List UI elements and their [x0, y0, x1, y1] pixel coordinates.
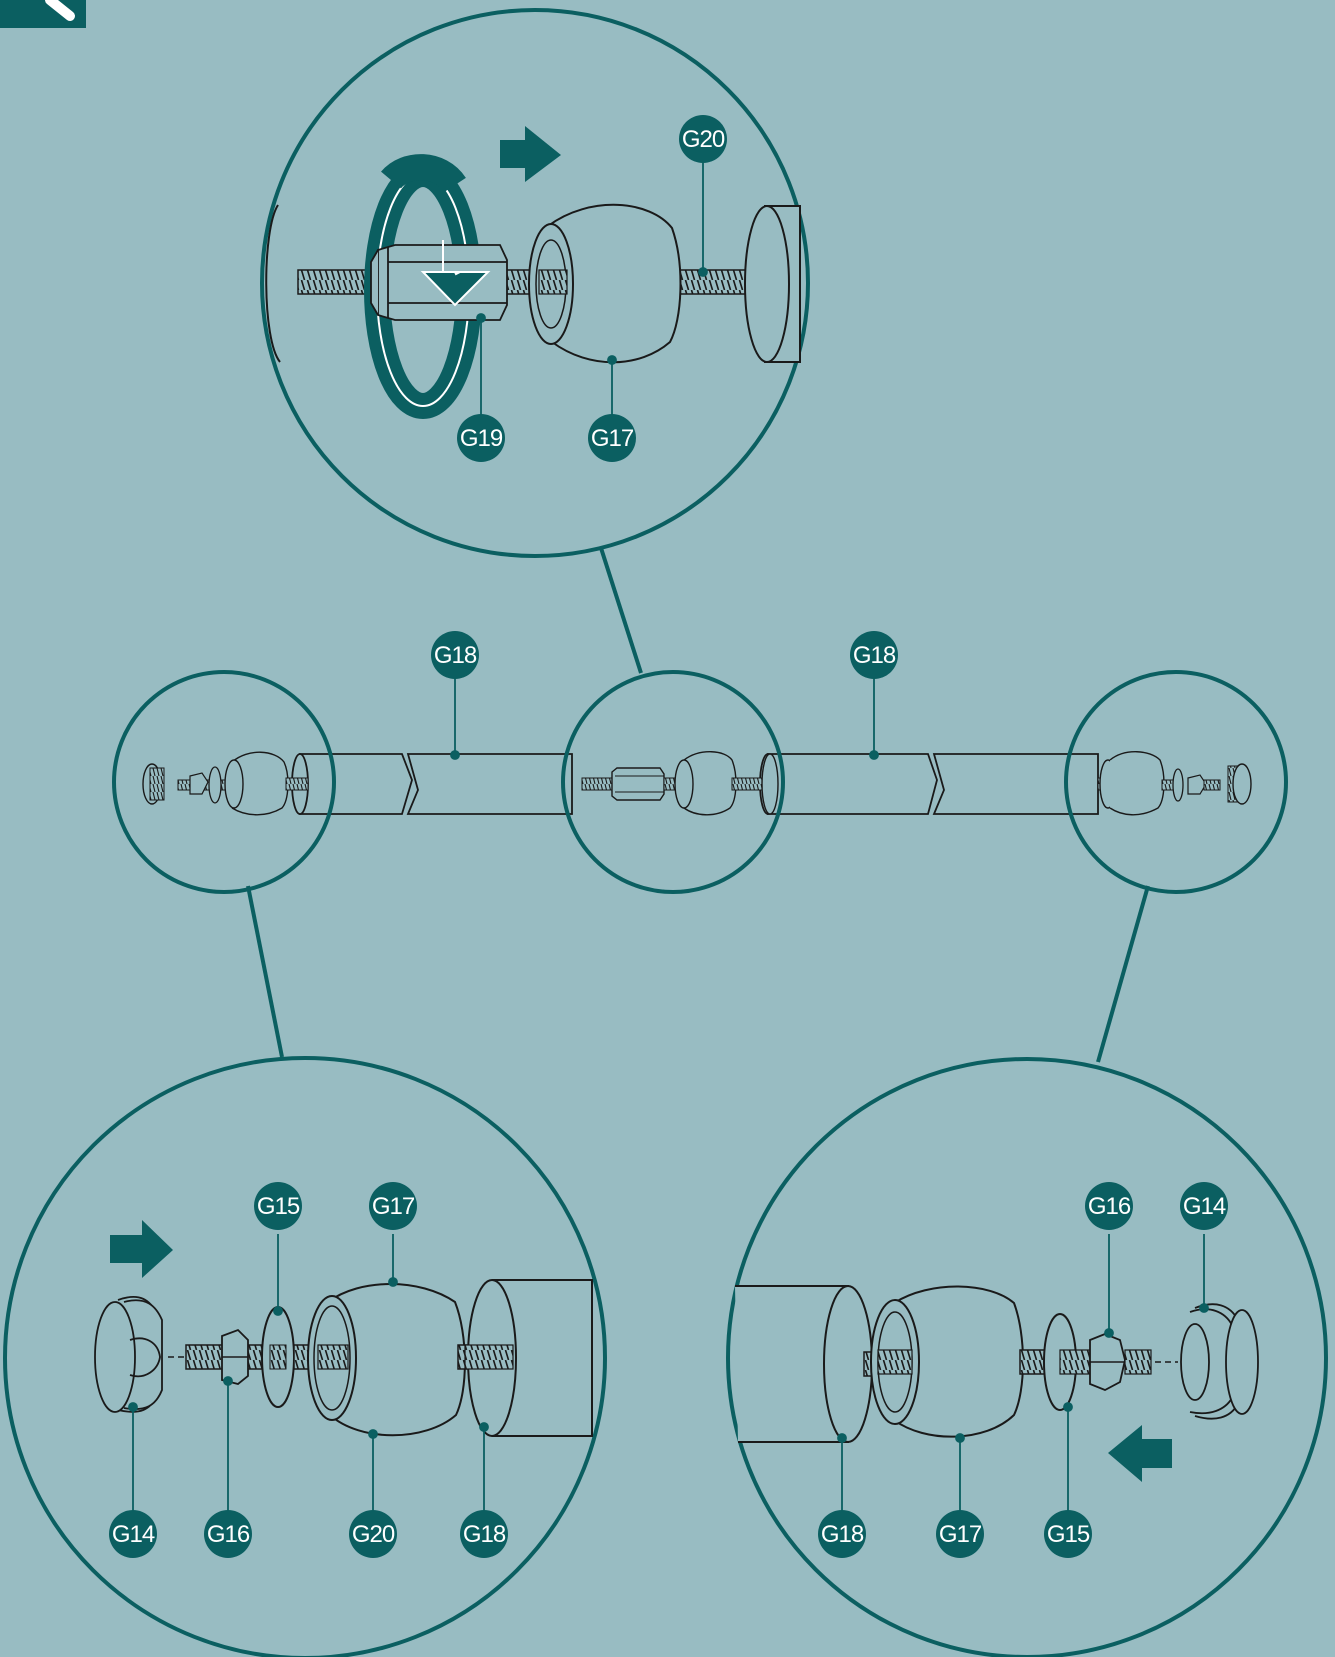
svg-text:G18: G18	[463, 1521, 506, 1548]
part-label: G16	[204, 1510, 252, 1558]
svg-text:G16: G16	[207, 1521, 250, 1548]
part-label: G15	[254, 1182, 302, 1230]
svg-text:G20: G20	[352, 1521, 395, 1548]
arrow-icon	[1108, 1425, 1172, 1482]
svg-text:G20: G20	[682, 126, 725, 153]
svg-text:G15: G15	[1047, 1521, 1090, 1548]
part-label: G20	[679, 115, 727, 163]
part-label: G17	[588, 414, 636, 462]
part-label: G17	[936, 1510, 984, 1558]
part-label: G18	[818, 1510, 866, 1558]
part-label: G16	[1085, 1182, 1133, 1230]
arrow-icon	[500, 126, 561, 182]
svg-text:G19: G19	[460, 425, 503, 452]
connector-lines	[246, 547, 1150, 1063]
svg-text:G18: G18	[853, 642, 896, 669]
svg-text:G14: G14	[112, 1521, 155, 1548]
part-label: G18	[850, 631, 898, 679]
svg-text:G17: G17	[372, 1193, 415, 1220]
svg-text:G18: G18	[821, 1521, 864, 1548]
arrow-icon	[110, 1220, 173, 1278]
bottom-right-detail-view	[726, 1057, 1328, 1657]
part-labels: G20 G19 G17 G18 G18 G15 G17 G14 G16 G20 …	[109, 115, 1228, 1558]
part-label: G15	[1044, 1510, 1092, 1558]
part-label: G20	[349, 1510, 397, 1558]
bottom-left-detail-view	[3, 1056, 607, 1657]
svg-text:G14: G14	[1183, 1193, 1226, 1220]
part-label: G18	[431, 631, 479, 679]
overview-assembly	[112, 670, 1288, 894]
svg-text:G18: G18	[434, 642, 477, 669]
part-label: G14	[109, 1510, 157, 1558]
part-label: G19	[457, 414, 505, 462]
svg-text:G15: G15	[257, 1193, 300, 1220]
part-label: G14	[1180, 1182, 1228, 1230]
part-label: G18	[460, 1510, 508, 1558]
svg-text:G17: G17	[591, 425, 634, 452]
part-label: G17	[369, 1182, 417, 1230]
tool-icon	[0, 0, 86, 28]
svg-text:G17: G17	[939, 1521, 982, 1548]
top-detail-view	[260, 8, 810, 558]
svg-text:G16: G16	[1088, 1193, 1131, 1220]
